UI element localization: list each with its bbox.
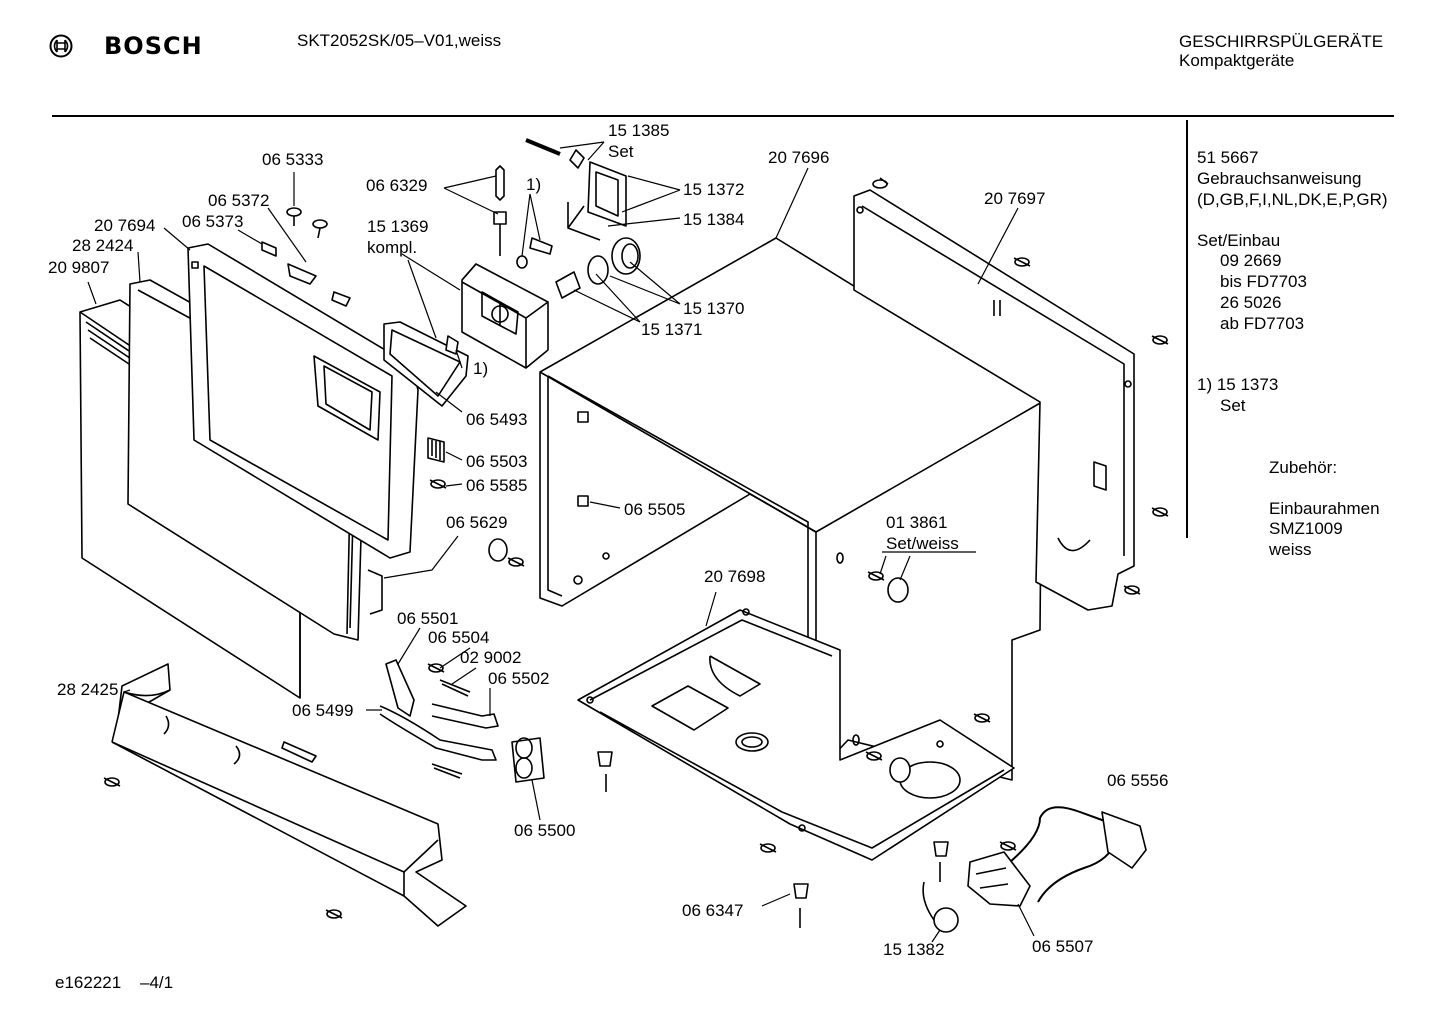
part-label-207698: 20 7698 [704, 567, 766, 586]
manual-languages: (D,GB,F,I,NL,DK,E,P,GR) [1197, 190, 1388, 209]
set-line-3: 26 5026 [1220, 293, 1282, 312]
part-label-151384: 15 1384 [683, 210, 745, 229]
part-label-065507: 06 5507 [1032, 937, 1094, 956]
category-title: GESCHIRRSPÜLGERÄTE [1179, 32, 1384, 51]
kick-plate [111, 663, 467, 927]
manual-code: 51 5667 [1197, 148, 1259, 167]
set-line-2: bis FD7703 [1220, 272, 1307, 291]
part-label-151371: 15 1371 [641, 320, 703, 339]
set-line-4: ab FD7703 [1220, 314, 1305, 333]
header-divider [52, 115, 1394, 117]
leader-lines [87, 141, 1035, 943]
part-label-207697: 20 7697 [984, 189, 1046, 208]
part-label-282424: 28 2424 [72, 236, 134, 255]
part-label-066347: 06 6347 [682, 901, 744, 920]
part-label-065373: 06 5373 [182, 212, 244, 231]
side-notes-divider [1186, 120, 1188, 538]
rear-panel [853, 189, 1135, 611]
hinge-parts [367, 437, 545, 783]
accessory-line-2: SMZ1009 [1269, 519, 1343, 538]
part-label-151382: 15 1382 [883, 940, 945, 959]
subcategory-title: Kompaktgeräte [1179, 51, 1295, 70]
part-label-065499: 06 5499 [292, 701, 354, 720]
part-label-065504: 06 5504 [428, 628, 490, 647]
inner-door [187, 243, 419, 559]
part-label-151370: 15 1370 [683, 299, 745, 318]
note-1-line-1: 1) 15 1373 [1197, 375, 1279, 394]
part-label-151385-set: Set [608, 142, 634, 161]
control-small-parts [445, 138, 641, 355]
part-label-065503: 06 5503 [466, 452, 528, 471]
part-label-065502: 06 5502 [488, 669, 550, 688]
page-number: –4/1 [140, 973, 174, 992]
part-label-151369: 15 1369 [367, 217, 429, 236]
model-title: SKT2052SK/05–V01,weiss [297, 31, 502, 50]
part-note-1b: 1) [473, 359, 489, 378]
part-label-151369-kompl: kompl. [367, 238, 418, 257]
part-label-065500: 06 5500 [514, 821, 576, 840]
seal-gasket [383, 321, 469, 407]
part-label-065501: 06 5501 [397, 609, 459, 628]
bosch-logo-icon [49, 34, 73, 58]
set-line-1: 09 2669 [1220, 251, 1282, 270]
power-cable-assembly [922, 806, 1147, 933]
manual-title: Gebrauchsanweisung [1197, 169, 1362, 188]
part-label-029002: 02 9002 [460, 648, 522, 667]
part-label-207694: 20 7694 [94, 216, 156, 235]
control-module [461, 263, 549, 369]
part-note-1a: 1) [526, 175, 542, 194]
drawing-id: e162221 [55, 973, 122, 992]
part-label-065556: 06 5556 [1107, 771, 1169, 790]
part-label-065505: 06 5505 [624, 500, 686, 519]
part-label-065629: 06 5629 [446, 513, 508, 532]
part-label-282425: 28 2425 [57, 680, 119, 699]
part-label-209807: 20 9807 [48, 258, 110, 277]
set-title: Set/Einbau [1197, 231, 1281, 250]
part-label-065333: 06 5333 [262, 150, 324, 169]
part-label-065585: 06 5585 [466, 476, 528, 495]
note-1-line-2: Set [1220, 396, 1246, 415]
part-label-065372: 06 5372 [208, 191, 270, 210]
part-label-151385: 15 1385 [608, 121, 670, 140]
accessory-line-3: weiss [1269, 540, 1312, 559]
accessory-line-1: Einbaurahmen [1269, 499, 1380, 518]
part-label-013861: 01 3861 [886, 513, 948, 532]
part-label-207696: 20 7696 [768, 148, 830, 167]
part-label-013861-set: Set/weiss [886, 534, 959, 553]
fasteners [103, 177, 1169, 928]
accessory-title: Zubehör: [1269, 458, 1338, 477]
part-label-151372: 15 1372 [683, 180, 745, 199]
part-label-065493: 06 5493 [466, 410, 528, 429]
part-label-066329: 06 6329 [366, 176, 428, 195]
brand-name: BOSCH [104, 32, 203, 60]
